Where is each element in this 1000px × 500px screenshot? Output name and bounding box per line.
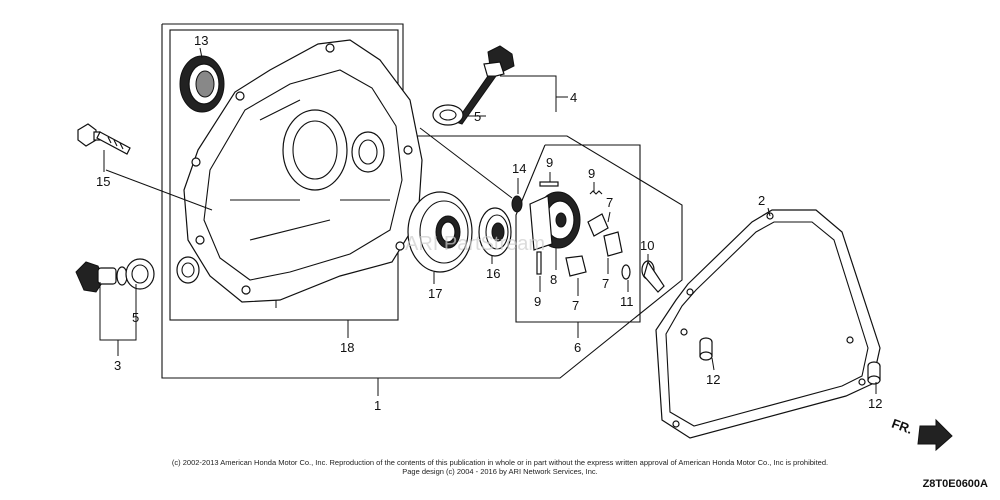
front-label: FR. xyxy=(890,416,915,437)
callout-15: 15 xyxy=(96,174,110,189)
pin-9-top xyxy=(539,181,559,187)
governor-gear-8 xyxy=(529,191,581,251)
callout-6: 6 xyxy=(574,340,581,355)
callout-5-lower: 5 xyxy=(132,310,139,325)
washer-14 xyxy=(511,195,523,213)
dowel-pin-12-left xyxy=(699,337,713,361)
drawing-code: Z8T0E0600A xyxy=(922,478,988,490)
dowel-pin-12-right xyxy=(867,361,881,385)
page-design-credit: Page design (c) 2004 - 2016 by ARI Netwo… xyxy=(402,467,598,476)
gasket-2 xyxy=(655,209,881,439)
callout-8: 8 xyxy=(550,272,557,287)
bearing-17 xyxy=(407,191,473,273)
washer-5-upper xyxy=(432,104,464,126)
copyright-notice: (c) 2002-2013 American Honda Motor Co., … xyxy=(171,458,829,467)
callout-9-top: 9 xyxy=(546,155,553,170)
callout-16: 16 xyxy=(486,266,500,281)
governor-shaft-10 xyxy=(641,260,665,293)
callout-18: 18 xyxy=(340,340,354,355)
callout-5-upper: 5 xyxy=(474,109,481,124)
oil-seal-13 xyxy=(179,55,225,113)
callout-9-mid: 9 xyxy=(588,166,595,181)
callout-12-right: 12 xyxy=(868,396,882,411)
callout-7-bottom: 7 xyxy=(572,298,579,313)
callout-10: 10 xyxy=(640,238,654,253)
washer-5-lower xyxy=(125,258,155,290)
callout-14: 14 xyxy=(512,161,526,176)
oil-drain-plug-3 xyxy=(75,261,128,293)
crankcase-cover xyxy=(176,39,423,303)
pin-9-bottom xyxy=(536,251,542,275)
bolt-15 xyxy=(77,123,131,155)
callout-9-bottom: 9 xyxy=(534,294,541,309)
callout-12-left: 12 xyxy=(706,372,720,387)
governor-weights-7 xyxy=(565,213,623,277)
callout-2: 2 xyxy=(758,193,765,208)
front-arrow-icon xyxy=(917,418,953,452)
callout-3: 3 xyxy=(114,358,121,373)
group-outline-1 xyxy=(161,23,683,379)
pin-9-spring xyxy=(589,190,603,195)
leader-lines xyxy=(99,47,877,396)
bearing-16 xyxy=(478,207,512,257)
oil-filler-cap-4 xyxy=(455,45,515,125)
callout-7-top: 7 xyxy=(606,195,613,210)
callout-1: 1 xyxy=(374,398,381,413)
watermark: ARI PartStream xyxy=(405,233,545,255)
callout-4: 4 xyxy=(570,90,577,105)
callout-11: 11 xyxy=(620,294,634,309)
washer-11 xyxy=(621,264,631,280)
callout-17: 17 xyxy=(428,286,442,301)
callout-13: 13 xyxy=(194,33,208,48)
callout-7-right: 7 xyxy=(602,276,609,291)
